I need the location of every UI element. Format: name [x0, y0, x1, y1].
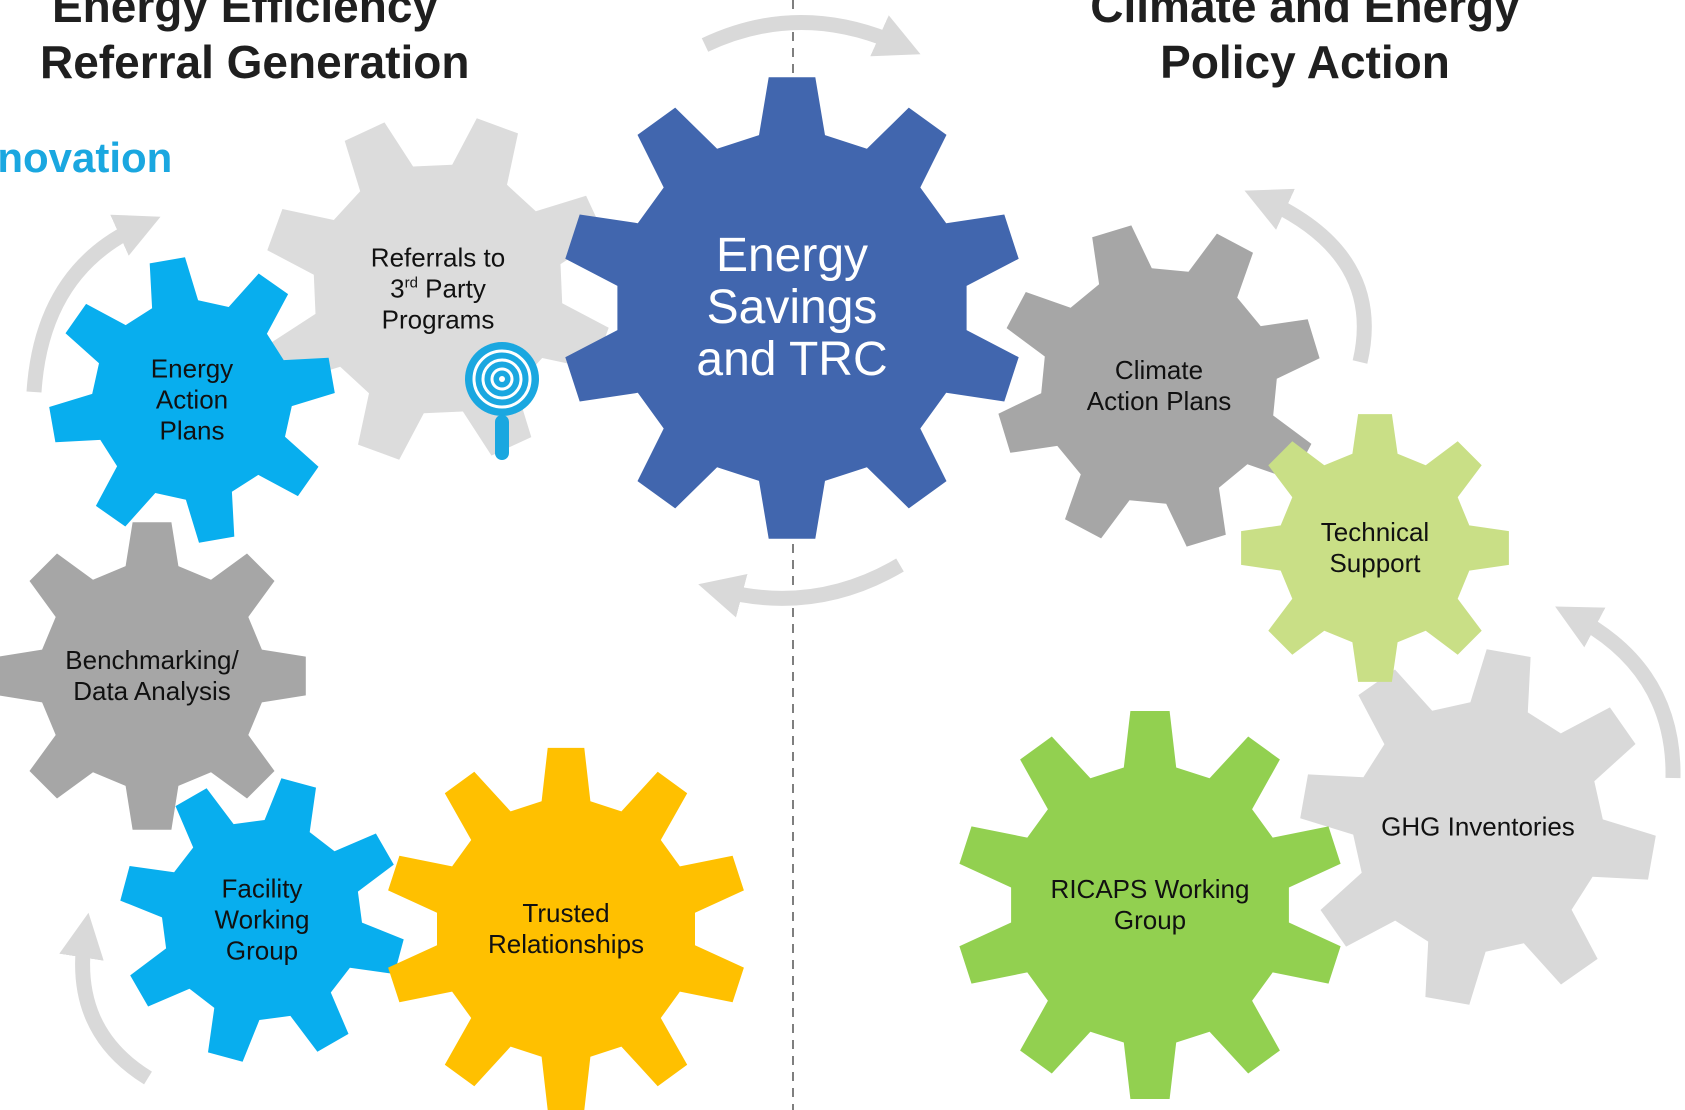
label-ghg-line1: GHG Inventories: [1381, 811, 1575, 842]
label-ricaps-line2: Group: [1113, 905, 1187, 935]
right-heading-line2: Policy Action: [1160, 36, 1450, 88]
label-facility-line2: Working: [214, 904, 310, 935]
label-energy-savings-trc-line3: and TRC: [696, 333, 888, 386]
label-referrals-line2: 3rd Party: [371, 274, 505, 305]
label-technical-support: Technical Support: [1321, 517, 1429, 579]
label-benchmarking-line1: Benchmarking/: [65, 645, 239, 675]
gear-ricaps-working-group: [959, 711, 1341, 1099]
label-eap-line2: Action: [155, 384, 229, 415]
cycle-arrows: [26, 15, 1681, 1085]
left-bottom-cycle-arrow: [59, 912, 153, 1085]
left-heading: Energy Efficiency Referral Generation: [40, 0, 470, 90]
right-heading: Climate and Energy Policy Action: [1030, 0, 1580, 90]
gear-energy-action-plans: [49, 257, 335, 543]
label-eap-line1: Energy: [150, 353, 234, 384]
label-facility-working-group: Facility Working Group: [215, 874, 310, 967]
label-climate-line1: Climate: [1114, 355, 1204, 385]
label-ricaps-line1: RICAPS Working: [1050, 874, 1250, 904]
label-energy-savings-trc-line1: Energy: [715, 229, 869, 282]
gear-technical-support: [1241, 414, 1509, 682]
label-trusted-line1: Trusted: [522, 898, 610, 928]
label-tech-line1: Technical: [1320, 517, 1430, 547]
gear-climate-action-plans: [998, 225, 1320, 547]
label-facility-line3: Group: [225, 935, 299, 966]
label-referrals-line3: Programs: [381, 304, 495, 335]
target-magnifier-icon: [465, 342, 539, 460]
left-heading-line1: Energy Efficiency: [51, 0, 439, 32]
label-eap-line3: Plans: [159, 415, 225, 446]
left-subheading: Innovation: [0, 134, 173, 181]
label-climate-line2: Action Plans: [1086, 386, 1232, 416]
label-energy-savings-trc-line2: Savings: [706, 281, 878, 334]
right-bottom-cycle-arrow: [1555, 606, 1681, 779]
left-heading-line2: Referral Generation: [40, 36, 470, 88]
label-referrals-line1: Referrals to: [370, 242, 506, 273]
label-benchmarking: Benchmarking/ Data Analysis: [65, 645, 238, 707]
label-energy-savings-trc: Energy Savings and TRC: [696, 230, 887, 386]
top-cycle-arrow: [701, 15, 921, 57]
label-climate-action-plans: Climate Action Plans: [1087, 355, 1232, 417]
gear-energy-savings-trc: [565, 77, 1019, 539]
gear-benchmarking: [0, 522, 306, 830]
label-benchmarking-line2: Data Analysis: [73, 676, 231, 706]
label-trusted-relationships: Trusted Relationships: [488, 898, 644, 960]
right-top-cycle-arrow: [1244, 188, 1372, 364]
label-facility-line1: Facility: [221, 873, 303, 904]
gear-trusted-relationships: [388, 747, 744, 1110]
label-referrals-party: Party: [417, 273, 486, 304]
label-referrals: Referrals to 3rd Party Programs: [371, 243, 505, 336]
label-tech-line2: Support: [1329, 548, 1421, 578]
label-ghg-inventories: GHG Inventories: [1381, 812, 1575, 843]
left-top-cycle-arrow: [26, 214, 161, 393]
gear-ghg-inventories: [1300, 649, 1656, 1005]
label-trusted-line2: Relationships: [487, 929, 645, 959]
right-heading-line1: Climate and Energy: [1090, 0, 1520, 32]
label-energy-action-plans: Energy Action Plans: [151, 354, 233, 447]
label-referrals-superscript: rd: [404, 274, 418, 292]
label-ricaps-working-group: RICAPS Working Group: [1051, 874, 1250, 936]
bottom-cycle-arrow: [698, 558, 904, 618]
gear-facility-working-group: [120, 778, 404, 1062]
label-referrals-ordinal: 3: [390, 273, 405, 304]
